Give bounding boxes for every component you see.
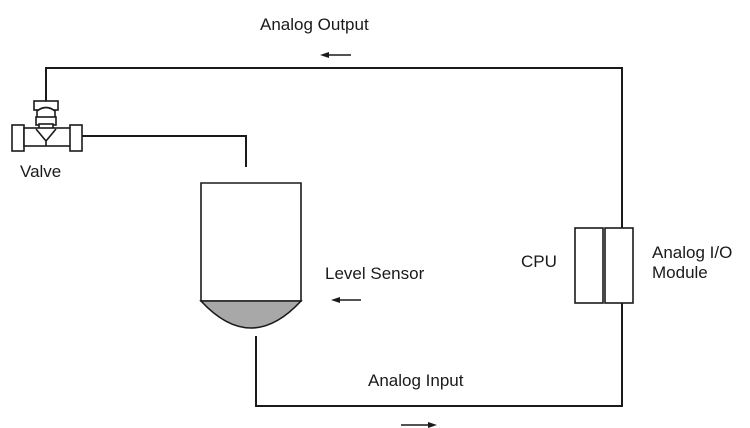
valve-left-flange xyxy=(11,124,25,152)
cpu-label: CPU xyxy=(521,252,557,271)
analog-io-label: Analog I/O xyxy=(652,243,732,262)
level-sensor-label: Level Sensor xyxy=(325,264,425,283)
tank xyxy=(199,182,303,329)
tank-body xyxy=(200,182,302,302)
analog-input-wire xyxy=(255,303,623,407)
valve-to-tank-wire xyxy=(82,135,247,167)
valve-right-flange xyxy=(69,124,83,152)
analog-input-arrow xyxy=(401,422,437,428)
analog-input-label: Analog Input xyxy=(368,371,464,390)
module-label: Module xyxy=(652,263,708,282)
cpu-module xyxy=(574,227,604,304)
valve xyxy=(11,100,83,152)
level-sensor-arrow xyxy=(331,297,361,303)
valve-label: Valve xyxy=(20,162,61,181)
tank-liquid xyxy=(199,300,303,329)
analog-io-module xyxy=(604,227,634,304)
analog-output-label: Analog Output xyxy=(260,15,369,34)
analog-output-wire xyxy=(45,67,623,228)
analog-output-arrow xyxy=(320,52,351,58)
